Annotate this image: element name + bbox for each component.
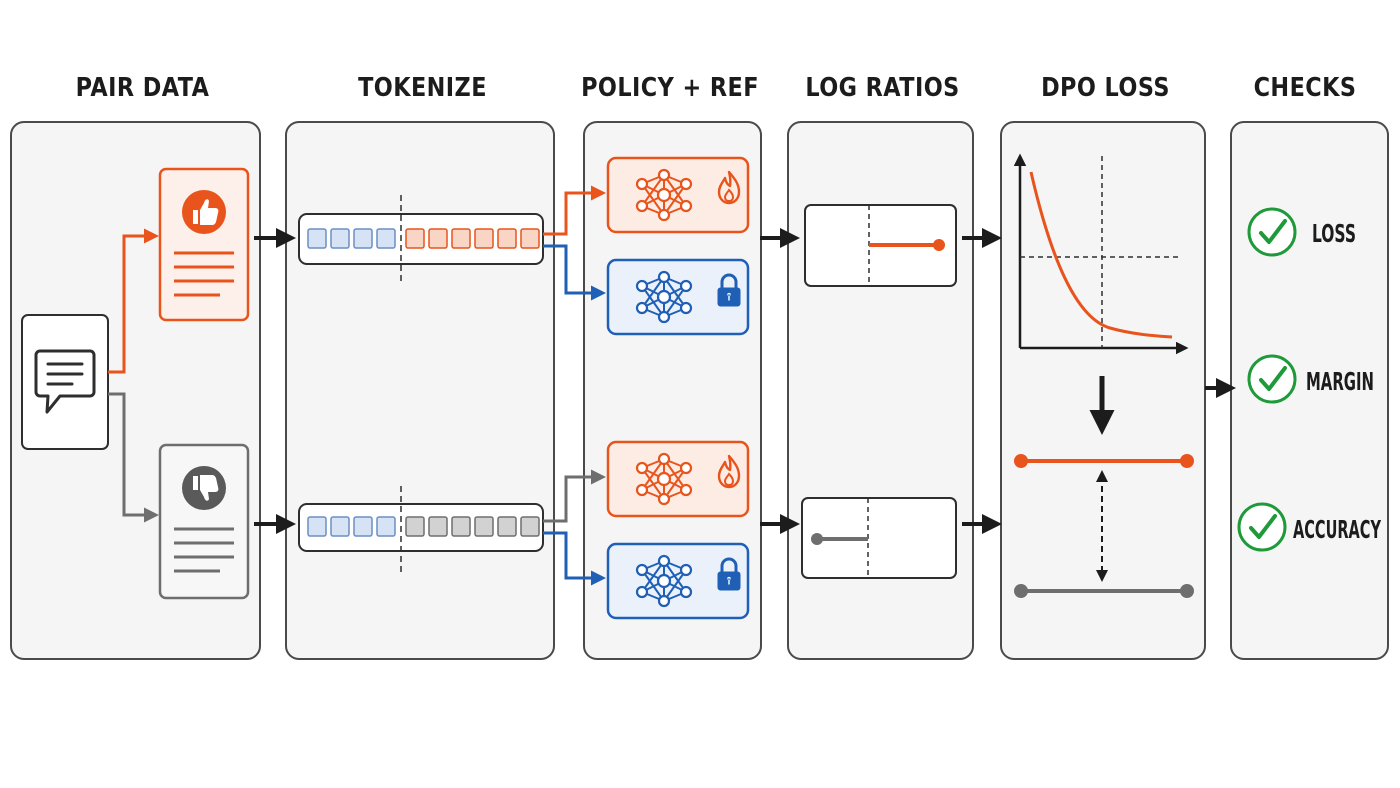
stage-title-policy-ref: POLICY + REF xyxy=(581,73,759,103)
reference-model-rejected xyxy=(606,542,750,620)
rejected-to-ref-arrow xyxy=(543,531,606,586)
stage-title-pair-data: PAIR DATA xyxy=(75,73,210,103)
panel-tokenize xyxy=(285,121,555,660)
stage-arrow xyxy=(254,228,1236,534)
stage-title-dpo-loss: DPO LOSS xyxy=(1041,73,1170,103)
prompt-to-chosen-arrow xyxy=(108,228,159,374)
checkmark-icon xyxy=(1237,502,1287,552)
rejected-response-card xyxy=(158,443,250,600)
chosen-to-policy-arrow xyxy=(543,185,606,236)
policy-model-chosen xyxy=(606,156,750,234)
chosen-to-ref-arrow xyxy=(543,244,606,301)
loss-curve-plot xyxy=(1013,153,1189,355)
check-item-accuracy: ACCURACY xyxy=(1237,502,1382,552)
chat-bubble-icon xyxy=(34,349,96,414)
thumbs-down-icon xyxy=(182,466,226,510)
reference-model-chosen xyxy=(606,258,750,336)
check-label-accuracy: ACCURACY xyxy=(1293,515,1382,544)
stage-title-checks: CHECKS xyxy=(1253,73,1357,103)
prompt-card xyxy=(21,314,109,450)
check-item-loss: LOSS xyxy=(1247,207,1356,257)
checkmark-icon xyxy=(1247,354,1297,404)
prompt-to-rejected-arrow xyxy=(108,392,159,523)
chosen-response-card xyxy=(158,167,250,322)
stage-title-log-ratios: LOG RATIOS xyxy=(805,73,960,103)
checkmark-icon xyxy=(1247,207,1297,257)
check-item-margin: MARGIN xyxy=(1247,354,1374,404)
margin-indicator xyxy=(1014,454,1194,598)
policy-model-rejected xyxy=(606,440,750,518)
stage-title-tokenize: TOKENIZE xyxy=(358,73,487,103)
rejected-to-policy-arrow xyxy=(543,469,606,523)
rejected-token-sequence xyxy=(298,486,544,574)
chosen-log-ratio xyxy=(804,204,957,287)
thumbs-up-icon xyxy=(182,190,226,234)
rejected-log-ratio xyxy=(801,497,957,579)
check-label-margin: MARGIN xyxy=(1306,367,1374,396)
check-label-loss: LOSS xyxy=(1312,219,1356,248)
chosen-token-sequence xyxy=(298,195,544,285)
